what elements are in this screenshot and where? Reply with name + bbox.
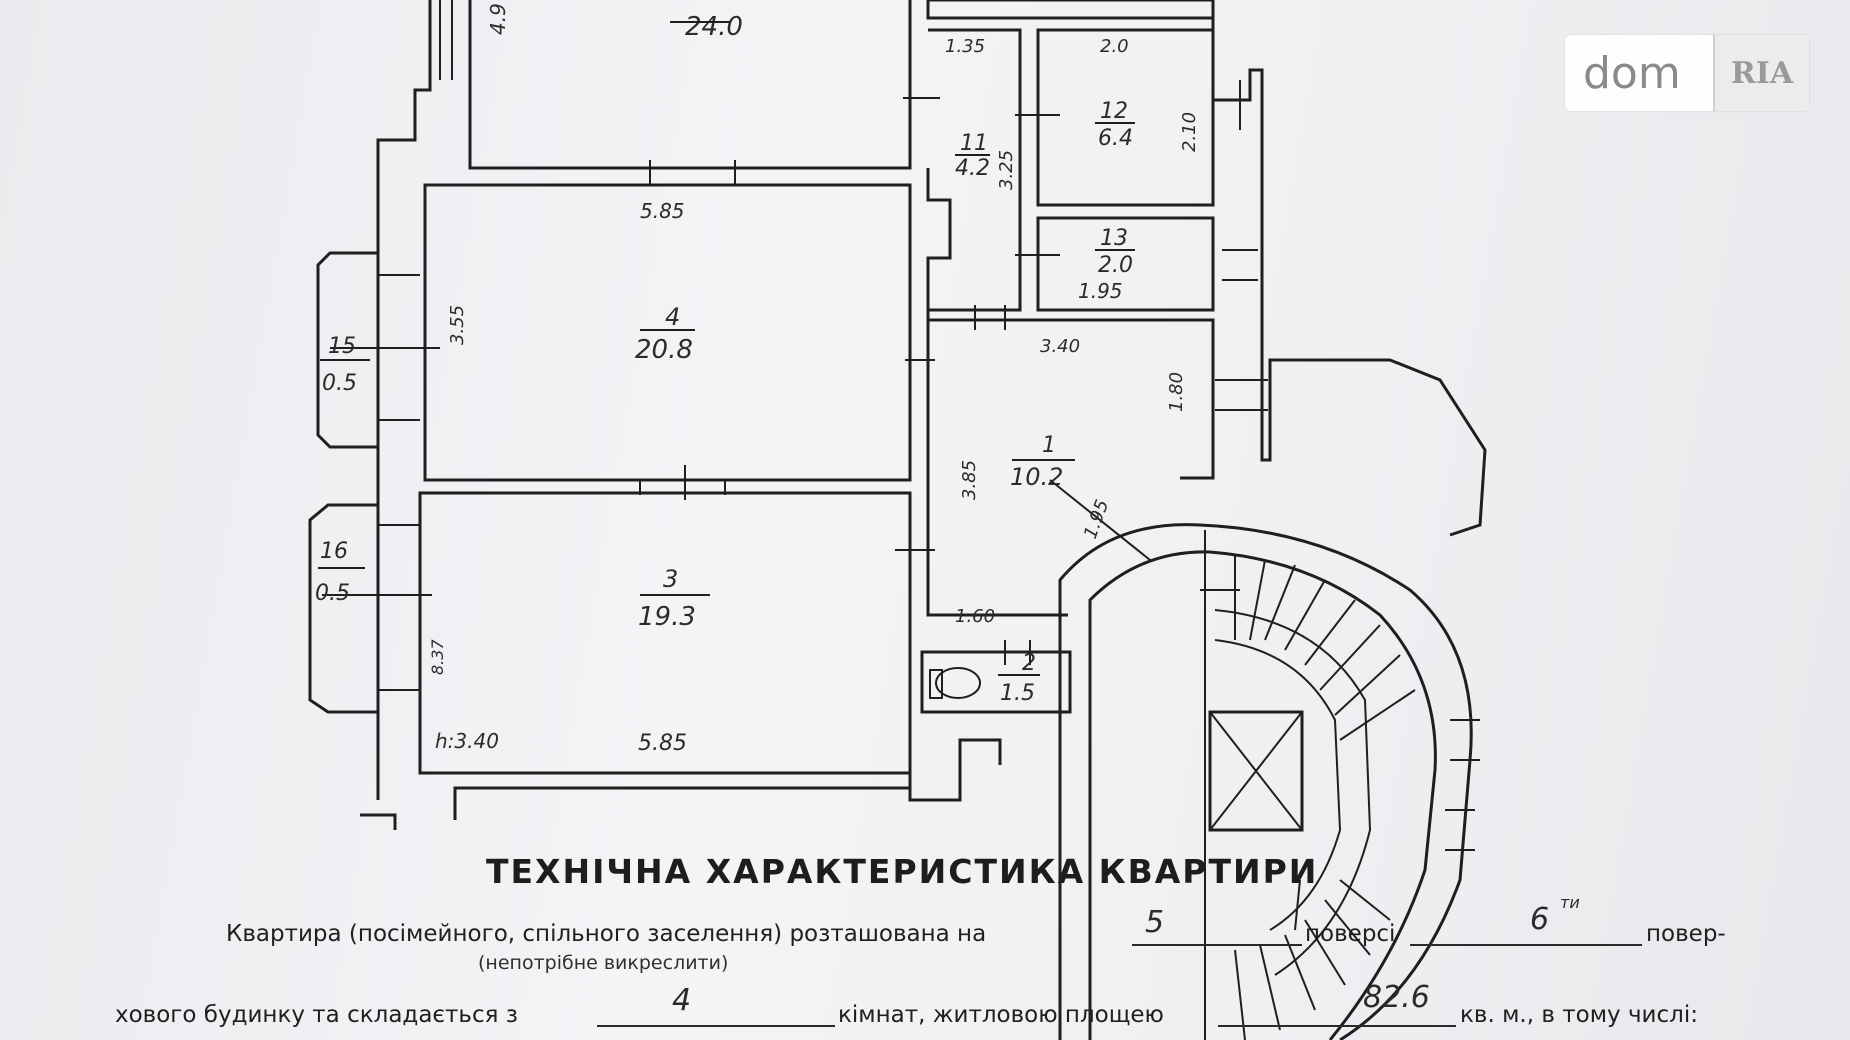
plan-walls — [308, 0, 1487, 1040]
room-labels: 24.0 11 4.2 12 6.4 13 2.0 4 20.8 15 0.5 … — [315, 12, 1135, 706]
dim-2-0: 2.0 — [1100, 36, 1129, 57]
dim-1-95b: 1.95 — [1080, 497, 1113, 542]
total-floors-fill-line — [1410, 944, 1642, 946]
line1-note: (непотрібне викреслити) — [478, 952, 729, 974]
room-1-area: 10.2 — [1010, 463, 1063, 491]
domria-watermark: dom RIA — [1565, 35, 1809, 111]
line1-mid: поверсі — [1305, 921, 1396, 947]
dim-3-25: 3.25 — [996, 150, 1017, 190]
watermark-brand: dom — [1583, 47, 1681, 99]
dim-5-85-bottom: 5.85 — [638, 731, 687, 756]
line2-mid: кімнат, житловою площею — [838, 1002, 1164, 1028]
dim-1-80: 1.80 — [1166, 372, 1187, 412]
room-1-number: 1 — [1042, 433, 1056, 458]
room-2-area: 1.5 — [1000, 681, 1035, 706]
ria-logo-icon: RIA — [1715, 35, 1809, 111]
room-12-area: 6.4 — [1098, 126, 1133, 151]
dim-3-85: 3.85 — [959, 460, 980, 500]
living-area-value: 82.6 — [1363, 980, 1430, 1015]
plan-openings — [322, 97, 1151, 691]
room-13-number: 13 — [1100, 226, 1128, 251]
room-4-area: 20.8 — [635, 335, 693, 365]
total-floors-value: 6 — [1530, 902, 1550, 937]
document-title: ТЕХНІЧНА ХАРАКТЕРИСТИКА КВАРТИРИ — [486, 852, 1319, 891]
rooms-fill-line — [597, 1025, 835, 1027]
dim-5-85-top: 5.85 — [640, 199, 685, 223]
room-3-number: 3 — [663, 565, 678, 593]
room-15-number: 15 — [328, 334, 356, 359]
dim-height: h:3.40 — [435, 729, 499, 753]
line2-prefix: хового будинку та складається з — [115, 1002, 519, 1028]
room-2-number: 2 — [1022, 651, 1036, 676]
room-16-number: 16 — [320, 539, 348, 564]
room-12-number: 12 — [1100, 99, 1128, 124]
line1-end: повер- — [1646, 921, 1726, 947]
dim-1-35: 1.35 — [945, 36, 985, 57]
room-11-area: 4.2 — [955, 156, 990, 181]
rooms-count-value: 4 — [672, 983, 692, 1018]
room-top-area: 24.0 — [685, 12, 743, 42]
room-15-area: 0.5 — [322, 371, 357, 396]
room-16-area: 0.5 — [315, 581, 350, 606]
room-4-number: 4 — [665, 303, 680, 331]
floor-value: 5 — [1145, 905, 1165, 940]
room-11-number: 11 — [960, 131, 988, 156]
dim-8-37: 8.37 — [428, 639, 447, 675]
dim-4-9: 4.9 — [486, 3, 510, 35]
dimension-labels: 4.9 1.35 2.0 2.10 3.25 1.95 5.85 3.55 3.… — [428, 3, 1200, 756]
dim-3-55: 3.55 — [447, 305, 468, 345]
room-13-area: 2.0 — [1098, 253, 1133, 278]
floor-fill-line — [1132, 944, 1302, 946]
dim-1-95: 1.95 — [1078, 279, 1123, 303]
watermark-divider — [1713, 35, 1715, 111]
area-fill-line — [1218, 1025, 1456, 1027]
line1-prefix: Квартира (посімейного, спільного заселен… — [226, 921, 987, 947]
dim-3-40: 3.40 — [1040, 336, 1080, 357]
dim-2-10: 2.10 — [1179, 112, 1200, 152]
dim-1-60: 1.60 — [955, 606, 995, 627]
total-floors-suffix: ти — [1560, 893, 1580, 912]
line2-end: кв. м., в тому числі: — [1460, 1002, 1698, 1028]
room-3-area: 19.3 — [638, 602, 696, 632]
